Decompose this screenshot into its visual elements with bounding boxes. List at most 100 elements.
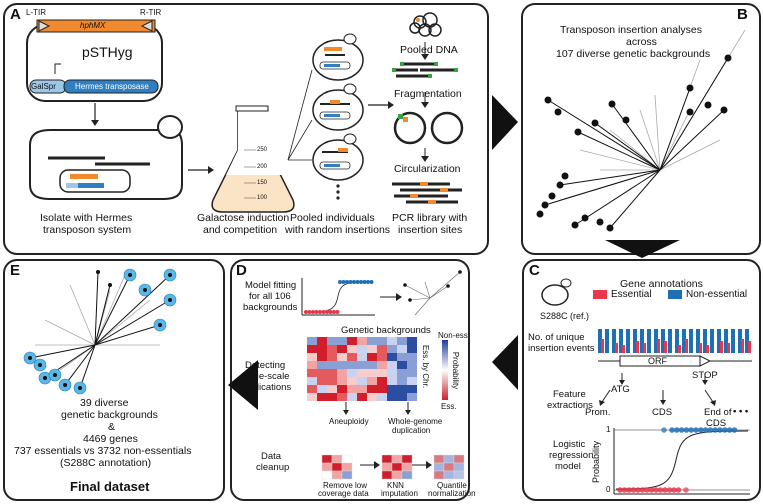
row-features-2: extractions: [547, 400, 593, 411]
heatmap-cell: [327, 353, 337, 361]
insertion-bar: [605, 329, 609, 353]
heatmap-cell: [317, 361, 327, 369]
heatmap-cell: [387, 337, 397, 345]
ytick-1: 1: [606, 425, 611, 434]
heatmap-cell: [397, 369, 407, 377]
summary-1: 39 diverse: [80, 397, 129, 409]
essential-dot: [648, 487, 655, 493]
insertion-bar: [717, 329, 721, 353]
heatmap-cell: [327, 361, 337, 369]
panel-label-c: C: [529, 262, 540, 279]
row-detect-3: duplications: [241, 382, 292, 393]
heatmap-cell: [337, 377, 347, 385]
heatmap-cell: [327, 393, 337, 401]
essential-dot: [314, 310, 319, 314]
feature-end-2: CDS: [706, 418, 727, 429]
stop-label: STOP: [692, 370, 718, 381]
nonessential-dot: [726, 427, 733, 433]
essential-dot: [675, 487, 682, 493]
nonessential-dot: [707, 427, 714, 433]
nonessential-dot: [688, 427, 694, 433]
scale-top: Non-ess.: [438, 331, 471, 340]
nonessential-dot: [674, 427, 680, 433]
insertion-bar: [703, 329, 707, 353]
insertion-bar: [685, 339, 688, 353]
heatmap-cell: [387, 369, 397, 377]
insertion-bar: [622, 345, 625, 353]
essential-dot: [683, 487, 689, 493]
nonessential-dot: [693, 427, 699, 433]
insertion-bar: [657, 339, 660, 353]
promoter-label: GalSpr: [31, 82, 56, 91]
panel-label-d: D: [236, 262, 247, 279]
flask-mark-200: 200: [257, 164, 268, 170]
heatmap-cell: [377, 385, 387, 393]
cleanup-heatmaps: [321, 454, 465, 480]
insertion-bar: [689, 329, 693, 353]
heatmap-cell: [337, 361, 347, 369]
heatmap-cell: [347, 393, 357, 401]
panel-c: [522, 259, 761, 501]
essential-dot: [335, 310, 340, 314]
heatmap-cell: [327, 385, 337, 393]
essential-dot: [307, 310, 312, 314]
cleanup-cell: [401, 470, 413, 480]
insertion-bar: [738, 329, 742, 353]
heatmap-cell: [347, 377, 357, 385]
heatmap-cell: [367, 361, 377, 369]
essential-swatch: [593, 290, 607, 299]
heatmap-cell: [307, 377, 317, 385]
heatmap-cell: [407, 353, 417, 361]
row-insertions-1: No. of unique: [528, 332, 585, 343]
heatmap-cell: [347, 353, 357, 361]
heatmap-cell: [317, 345, 327, 353]
heatmap-cell: [387, 361, 397, 369]
cleanup-remove-1: Remove low: [323, 481, 368, 490]
nonessential-dot: [362, 280, 367, 284]
essential-dot: [328, 310, 333, 314]
nonessential-dot: [702, 427, 709, 433]
flask-mark-100: 100: [257, 195, 268, 201]
duplication-heatmap: [307, 337, 417, 401]
flask-mark-150: 150: [257, 180, 268, 186]
heatmap-cell: [377, 361, 387, 369]
arrow-aneuploidy: Aneuploidy: [329, 417, 369, 426]
insertion-bar: [640, 329, 644, 353]
flask-mark-250: 250: [257, 147, 268, 153]
heatmap-cell: [317, 385, 327, 393]
essential-dot: [304, 310, 308, 314]
summary-6: (S288C annotation): [60, 457, 152, 469]
heatmap-cell: [337, 385, 347, 393]
cleanup-knn-2: imputation: [381, 489, 418, 498]
nonessential-dot: [683, 427, 690, 433]
legend-essential: Essential: [611, 289, 652, 300]
insertion-bar: [664, 341, 667, 353]
heatmap-cell: [387, 385, 397, 393]
heatmap-cell: [347, 385, 357, 393]
feature-prom: Prom.: [585, 407, 611, 418]
heatmap-cell: [337, 337, 347, 345]
essential-dot: [635, 487, 641, 493]
legend-nonessential: Non-essential: [686, 289, 748, 300]
step-pooled-dna: Pooled DNA: [400, 44, 458, 56]
row-features-1: Feature: [553, 389, 586, 400]
pooled-cells: [312, 33, 364, 200]
essential-dot: [630, 487, 637, 493]
heatmap-cell: [367, 377, 377, 385]
heatmap-cell: [387, 353, 397, 361]
heatmap-cell: [327, 345, 337, 353]
nonessential-dot: [698, 427, 704, 433]
caption-isolate-2: transposon system: [43, 224, 132, 236]
insertion-bar: [745, 329, 749, 353]
insertion-bar: [724, 329, 728, 353]
heatmap-cell: [377, 377, 387, 385]
heatmap-cell: [357, 369, 367, 377]
step-circularization: Circularization: [394, 163, 461, 175]
caption-pcr-1: PCR library with: [392, 212, 468, 224]
scale-bottom: Ess.: [441, 402, 457, 411]
nonessential-dot: [669, 427, 675, 433]
nonessential-dot: [345, 280, 349, 284]
heatmap-cell: [357, 353, 367, 361]
